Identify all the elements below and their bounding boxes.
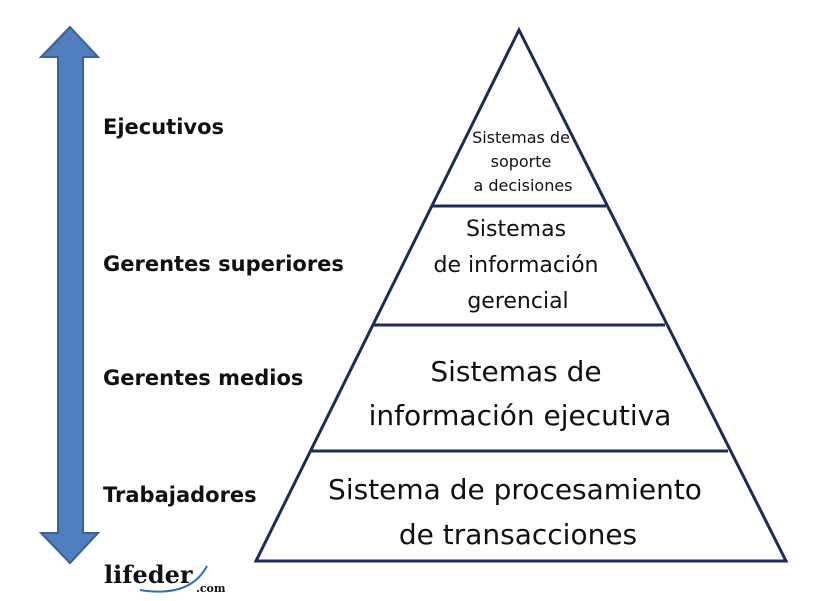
tier-text: a decisiones — [473, 176, 572, 195]
level-gerentes-superiores: Gerentes superiores — [103, 252, 344, 276]
tier-text: Sistemas de — [430, 355, 601, 388]
level-trabajadores: Trabajadores — [103, 483, 257, 507]
tier-text: Sistemas — [466, 217, 566, 242]
logo-suffix: .com — [196, 582, 226, 595]
tier-text: Sistemas de — [472, 128, 570, 147]
level-ejecutivos: Ejecutivos — [103, 115, 224, 139]
double-arrow-icon — [38, 25, 101, 565]
tier-transaction-processing: Sistema de procesamiento de transaccione… — [328, 473, 702, 551]
pyramid — [253, 26, 789, 563]
tier-text: Sistema de procesamiento — [328, 473, 702, 506]
logo-text: lifeder — [104, 560, 193, 589]
tier-decision-support: Sistemas de soporte a decisiones — [472, 128, 572, 195]
tier-executive-info: Sistemas de información ejecutiva — [369, 355, 672, 432]
tier-text: información ejecutiva — [369, 399, 672, 432]
tier-text: de información — [434, 253, 599, 278]
lifeder-logo: lifeder .com — [104, 560, 226, 595]
level-gerentes-medios: Gerentes medios — [103, 366, 303, 390]
tier-text: gerencial — [467, 289, 568, 314]
tier-management-info: Sistemas de información gerencial — [434, 217, 599, 314]
tier-text: de transacciones — [399, 518, 637, 551]
tier-text: soporte — [491, 152, 552, 171]
